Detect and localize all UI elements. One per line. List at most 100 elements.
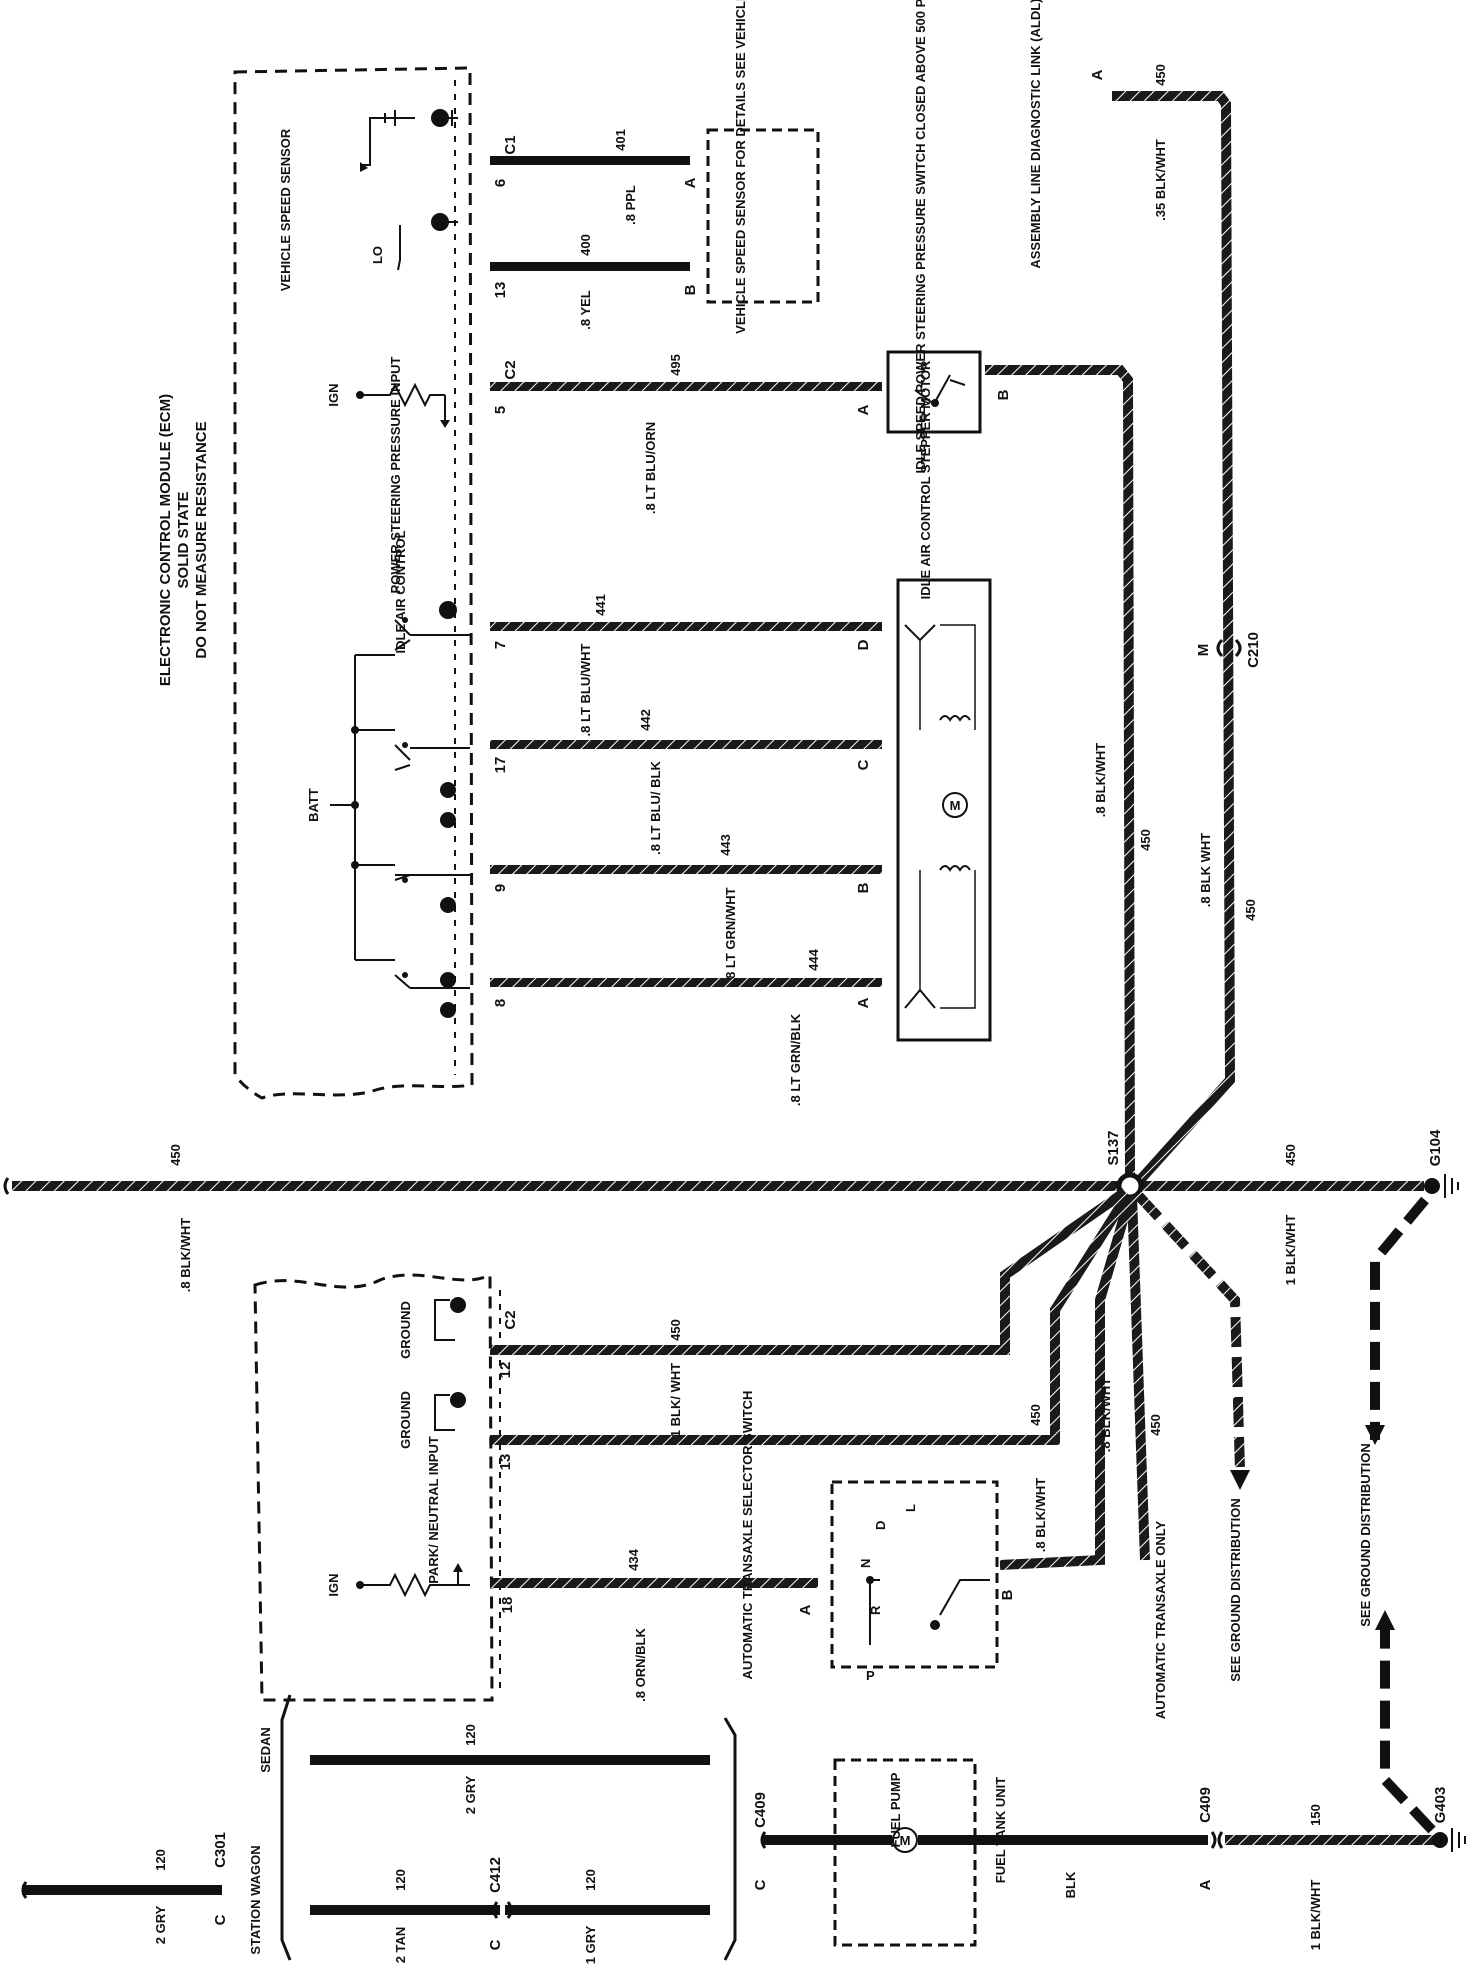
vss-title: VEHICLE SPEED SENSOR FOR DETAILS SEE VEH… — [733, 0, 748, 334]
ecm-c1-label: C1 — [502, 135, 519, 154]
ecm-ign-label: IGN — [326, 383, 341, 406]
num-444: 444 — [806, 948, 821, 970]
aldl-label: ASSEMBLY LINE DIAGNOSTIC LINK (ALDL) CON… — [1028, 0, 1043, 269]
wire-fuel-left — [762, 1835, 892, 1845]
wire-ps-to-s137 — [985, 365, 1135, 1181]
fuel-pump-label: FUEL PUMP — [888, 1772, 903, 1847]
ecm-batt-label: BATT — [306, 788, 321, 822]
c301-pin: C — [212, 1914, 229, 1925]
num-442: 442 — [638, 709, 653, 731]
pin-495: 5 — [492, 406, 509, 414]
iac-motor-label: IDLE AIR CONTROL STEPPER MOTOR — [918, 360, 933, 599]
wire-495: .8 LT BLU/ORN — [643, 422, 658, 514]
c210-label: C210 — [1245, 632, 1262, 668]
gear-p: P — [866, 1668, 875, 1683]
wire-blk-label: BLK — [1063, 1871, 1078, 1898]
end-401: A — [682, 177, 699, 188]
gear-l: L — [903, 1504, 918, 1512]
wire-wagon-gry — [505, 1905, 710, 1915]
station-wagon-label: STATION WAGON — [248, 1845, 263, 1954]
wire-tan-label: 2 TAN — [393, 1927, 408, 1964]
wire-401: .8 PPL — [623, 185, 638, 225]
fuel-tank-label: FUEL TANK UNIT — [993, 1777, 1008, 1883]
ecm-c2b-label: C2 — [502, 1310, 519, 1329]
num-441: 441 — [593, 594, 608, 616]
c409a-connector — [760, 1831, 767, 1849]
ecm-title-block: ELECTRONIC CONTROL MODULE (ECM) SOLID ST… — [157, 394, 210, 686]
g403-num: 150 — [1308, 1804, 1323, 1826]
wire-sedan-label: 2 GRY — [463, 1775, 478, 1814]
auto-only-note: AUTOMATIC TRANSAXLE ONLY — [1153, 1520, 1168, 1719]
wire-441: .8 LT BLU/WHT — [578, 643, 593, 736]
wire-s137-down — [1127, 1195, 1150, 1561]
trunk-left-end — [3, 1177, 10, 1195]
upper-wire-labels: 6 401 .8 PPL A 13 400 .8 YEL B 5 495 .8 … — [492, 129, 872, 1106]
wire-blk — [918, 1835, 1208, 1845]
g104-ground: G104 — [1424, 1129, 1459, 1198]
wire-434 — [490, 1578, 818, 1588]
ecm-iac-label: IDLE AIR CONTROL — [393, 530, 408, 653]
end-443: B — [855, 882, 872, 893]
aldl-pin: A — [1089, 69, 1106, 80]
wire-s137-to-pin13 — [490, 1191, 1133, 1445]
c210-pin: M — [1195, 644, 1212, 657]
pin-434: 18 — [499, 1597, 516, 1614]
num-443: 443 — [718, 834, 733, 856]
fuel-pump-m: M — [900, 1833, 911, 1848]
end-434-b: B — [999, 1589, 1016, 1600]
wire-sedan-gry — [310, 1755, 710, 1765]
wire-442: .8 LT BLU/ BLK — [648, 761, 663, 855]
ps-switch: IDLE SPEED POWER STEERING PRESSURE SWITC… — [886, 0, 1012, 474]
wire-s137-to-pin12 — [490, 1187, 1128, 1355]
ecm-box-lower — [253, 1272, 494, 1702]
c210-connector — [1216, 638, 1242, 658]
c412-connector — [492, 1901, 513, 1919]
pin-400: 13 — [492, 282, 509, 299]
c301-label: C301 — [212, 1832, 229, 1868]
wire-tan — [310, 1905, 500, 1915]
pin-441: 7 — [492, 641, 509, 649]
ecm-ps-input-label: POWER STEERING PRESSURE INPUT — [388, 356, 403, 593]
num-400: 400 — [578, 234, 593, 256]
wire-450b: 1 BLK/ WHT — [668, 1363, 683, 1437]
wire-g403-ground-dist — [1380, 1620, 1436, 1834]
ecm-solid-state: SOLID STATE — [175, 492, 192, 589]
vss-box — [706, 128, 820, 304]
g104-num: 450 — [1283, 1144, 1298, 1166]
gear-r: R — [868, 1605, 883, 1615]
wire-444: .8 LT GRN/BLK — [788, 1013, 803, 1106]
arrow-ground-2 — [1230, 1470, 1250, 1490]
ecm-iac-drivers: IDLE AIR CONTROL BATT — [306, 530, 470, 1018]
trunk-down-num: 450 — [1148, 1414, 1163, 1436]
c409b-pin: A — [1197, 1879, 1214, 1890]
num-495: 495 — [668, 354, 683, 376]
wire-left-gry — [22, 1885, 222, 1895]
ecm-vss-label: VEHICLE SPEED SENSOR — [278, 128, 293, 291]
ecm-ground-internal: GROUND GROUND — [398, 1297, 466, 1449]
ecm-ground-label-2: GROUND — [398, 1391, 413, 1449]
vss-text: VEHICLE SPEED SENSOR FOR DETAILS SEE VEH… — [733, 0, 748, 334]
pin-442: 17 — [492, 757, 509, 774]
wire-sedan-num: 120 — [463, 1724, 478, 1746]
gear-d: D — [873, 1521, 888, 1530]
end-434-a: A — [797, 1604, 814, 1615]
arrow-ground-3 — [1375, 1610, 1395, 1630]
gear-n: N — [858, 1559, 873, 1568]
trans-switch-label: AUTOMATIC TRANSAXLE SELECTOR SWITCH — [740, 1391, 755, 1680]
aldl-connector: ASSEMBLY LINE DIAGNOSTIC LINK (ALDL) CON… — [1028, 0, 1168, 269]
left-gry-end — [21, 1881, 28, 1899]
g403-ground: G403 — [1432, 1787, 1466, 1852]
c412-pin: C — [487, 1939, 504, 1950]
c409a-pin: C — [752, 1879, 769, 1890]
trans-b-num: 450 — [1028, 1404, 1043, 1426]
end-495: A — [855, 404, 872, 415]
ps-pin-b: B — [995, 389, 1012, 400]
pin-401: 6 — [492, 179, 509, 187]
fuel-pump-unit: M FUEL PUMP FUEL TANK UNIT — [833, 1758, 1008, 1947]
s137-label: S137 — [1105, 1130, 1122, 1165]
ecm-pn-internal: IGN PARK/ NEUTRAL INPUT — [326, 1436, 470, 1598]
num-434: 434 — [626, 1548, 641, 1570]
trunk-left-label: .8 BLK/WHT — [178, 1218, 193, 1292]
wire-left-gry-num: 120 — [153, 1849, 168, 1871]
